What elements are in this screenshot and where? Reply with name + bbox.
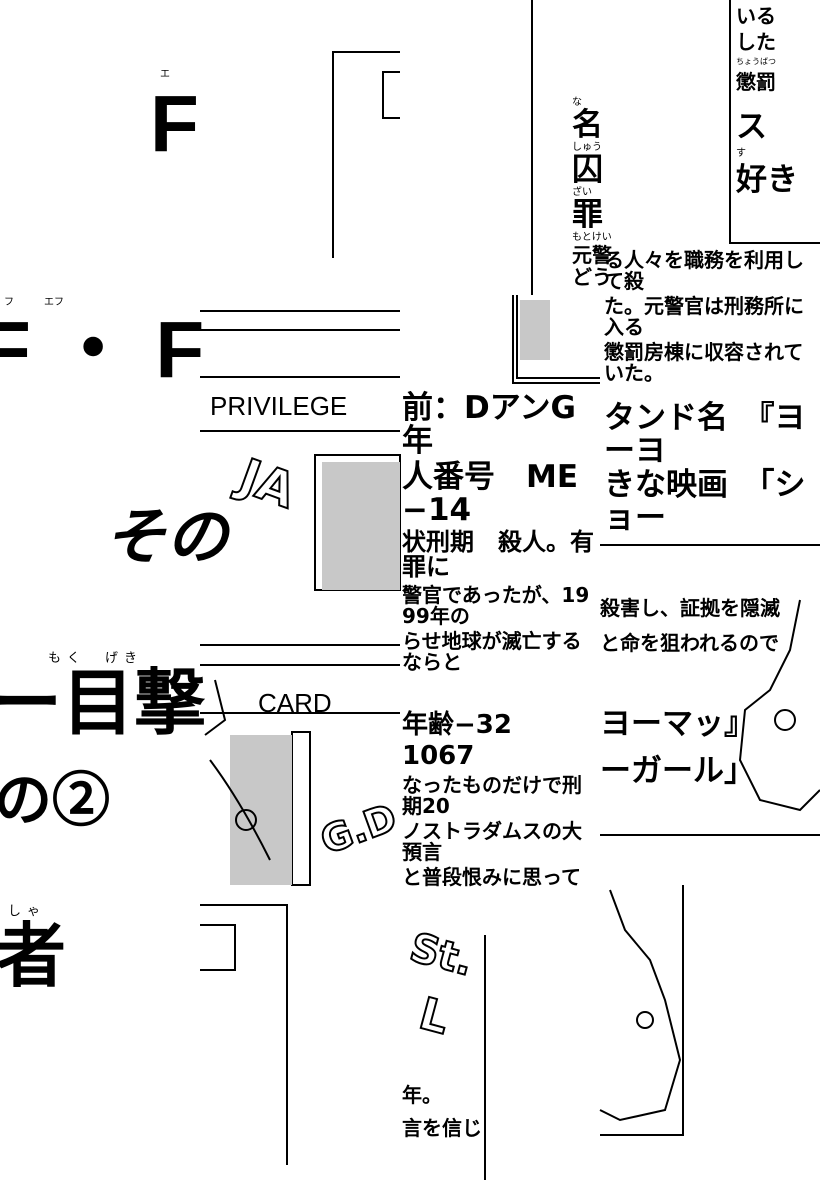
earpiece-icon	[235, 809, 257, 831]
story-line: 懲罰房棟に収容されていた。	[604, 340, 804, 385]
title-sha: 者	[0, 917, 66, 995]
ruby: ちょうばつ	[736, 57, 776, 66]
text: 好き	[736, 162, 798, 198]
profile-line: らせ地球が滅亡するならと	[402, 628, 582, 674]
title-ff: F ・ F	[0, 305, 205, 394]
character-face-card	[204, 679, 271, 861]
photo-fragment	[520, 300, 550, 360]
favorite-movie: きな映画 「ショー	[604, 467, 806, 536]
profile-line: 言を信じ	[402, 1116, 482, 1140]
card-photo	[322, 462, 400, 590]
card-privilege-label: PRIVILEGE	[210, 391, 348, 421]
story-line: る人々を職務を利用して殺	[604, 248, 804, 293]
glasses-icon	[636, 1011, 654, 1029]
title-ruby-ef: フ エフ	[4, 297, 64, 308]
profile-line: と普段恨みに思って	[402, 864, 581, 889]
ruby: しゅう	[572, 142, 602, 153]
title-letter-f: F	[150, 79, 199, 168]
profile-line: ノストラダムスの大預言	[402, 818, 582, 864]
profile-block-lower: 年齢−32 1067 なったものだけで刑期20 ノストラダムスの大預言 と普段恨…	[402, 710, 598, 889]
text: ス	[736, 109, 767, 145]
label-name: 名	[572, 107, 603, 143]
label-prisoner: 囚	[572, 152, 603, 188]
ruby: な	[572, 97, 582, 108]
ruby: ざい	[572, 187, 592, 198]
profile-fragment-left: な 名 しゅう 囚 ざい 罪 もとけい 元警 どう	[572, 97, 612, 289]
stand-name: タンド名 『ヨーヨ	[604, 400, 806, 469]
text-dou: どう	[572, 265, 612, 289]
text-former-police: 元警	[572, 243, 612, 267]
stand-block-lower: 殺害し、証拠を隠滅 と命を狙われるので ヨーマッ』 ーガール」	[600, 598, 790, 787]
profile-block-bottom: 年。 言を信じ	[402, 1085, 482, 1139]
title-mokugeki: ー目撃	[0, 664, 207, 744]
ruby: もとけい	[572, 232, 612, 243]
story-line: た。元警官は刑務所に入る	[604, 294, 804, 339]
profile-fragment-right: いる した ちょうばつ 懲罰 ス す 好き	[736, 6, 798, 196]
profile-number: 人番号 ME−14	[402, 459, 579, 528]
profile-line: 警官であったが、1999年の	[402, 582, 590, 628]
profile-line: なったものだけで刑期20	[402, 772, 582, 818]
profile-line: 年。	[402, 1083, 442, 1107]
stand-block: タンド名 『ヨーヨ きな映画 「ショー	[604, 402, 816, 534]
favorite-movie-tail: ーガール」	[600, 752, 755, 789]
profile-number-tail: 1067	[402, 741, 475, 772]
title-no2: の②	[0, 768, 111, 833]
story-line: 殺害し、証拠を隠滅	[600, 596, 780, 620]
card-card-label: CARD	[258, 688, 332, 718]
text: 懲罰	[736, 70, 776, 94]
character-face-right	[738, 599, 820, 812]
title-ruby-mokugeki: もく げき	[48, 651, 144, 666]
stand-name-tail: ヨーマッ』	[600, 706, 755, 742]
title-sono: その	[104, 503, 229, 572]
profile-block: 前：DアンG 年 人番号 ME−14 状刑期 殺人。有罪に 警官であったが、19…	[402, 390, 607, 674]
title-ruby-sha: しゃ	[8, 904, 47, 919]
ruby: す	[736, 148, 746, 159]
profile-crime: 状刑期 殺人。有罪に	[402, 528, 594, 582]
story-line: と命を狙われるので	[600, 631, 779, 655]
character-face-bottom	[599, 889, 682, 1122]
glasses-icon	[774, 709, 796, 731]
profile-age: 年齢−32	[402, 710, 512, 740]
title-ruby: エ	[160, 69, 170, 80]
label-crime: 罪	[572, 197, 603, 233]
story-top: る人々を職務を利用して殺 た。元警官は刑務所に入る 懲罰房棟に収容されていた。	[604, 250, 816, 384]
text: した	[736, 30, 776, 54]
card-photo-lower	[230, 735, 292, 885]
text: いる	[736, 4, 776, 28]
profile-name: 前：DアンG 年	[402, 390, 607, 459]
